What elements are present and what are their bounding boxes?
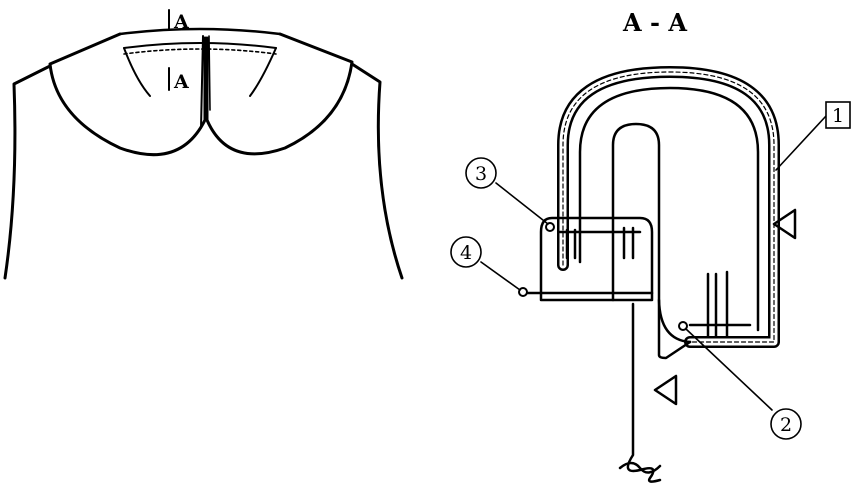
seam-knot-3 — [545, 222, 555, 232]
seam-knot-4 — [518, 287, 528, 297]
neck-band-lower — [657, 298, 692, 344]
leader-2 — [685, 328, 773, 411]
callout-4-label: 4 — [460, 242, 472, 264]
facing-block — [539, 216, 654, 302]
back-neck-band — [118, 27, 282, 36]
callout-4-circle — [450, 236, 482, 268]
inner-neck-right — [249, 47, 277, 97]
bodice-drawing: A A — [3, 9, 404, 280]
collar-inner-fold — [578, 86, 760, 332]
callout-1-label: 1 — [832, 105, 844, 127]
inner-neck-left — [123, 47, 151, 97]
collar-interlining-hatch — [562, 71, 775, 343]
wavy-break — [618, 461, 662, 474]
callout-3-label: 3 — [475, 163, 487, 185]
stitch-direction-triangle-right — [772, 208, 797, 240]
bodice-left-side — [3, 64, 52, 280]
callout-2-label: 2 — [780, 414, 792, 436]
leader-3 — [495, 182, 549, 225]
section-mark-bottom-label: A — [173, 71, 189, 93]
centre-front-line-2 — [208, 35, 211, 111]
section-view: A - A — [450, 8, 851, 483]
section-title: A - A — [622, 8, 687, 37]
collar-right — [205, 32, 354, 156]
callout-1-box — [825, 101, 851, 129]
callout-2-circle — [770, 408, 802, 440]
collar-left — [48, 32, 207, 157]
neck-band-loop — [611, 122, 692, 360]
bodice-layer — [626, 302, 662, 483]
stitch-direction-triangle-lower — [653, 374, 678, 406]
centre-front-line — [200, 35, 204, 129]
callout-3-circle — [465, 157, 497, 189]
bodice-right-side — [350, 62, 404, 280]
neckline-seam — [123, 42, 277, 49]
neckline-topstitch — [123, 48, 277, 55]
section-mark-top-label: A — [173, 11, 189, 33]
leader-1 — [775, 115, 827, 171]
seam-knot-2 — [678, 321, 688, 331]
leader-4 — [480, 261, 521, 291]
